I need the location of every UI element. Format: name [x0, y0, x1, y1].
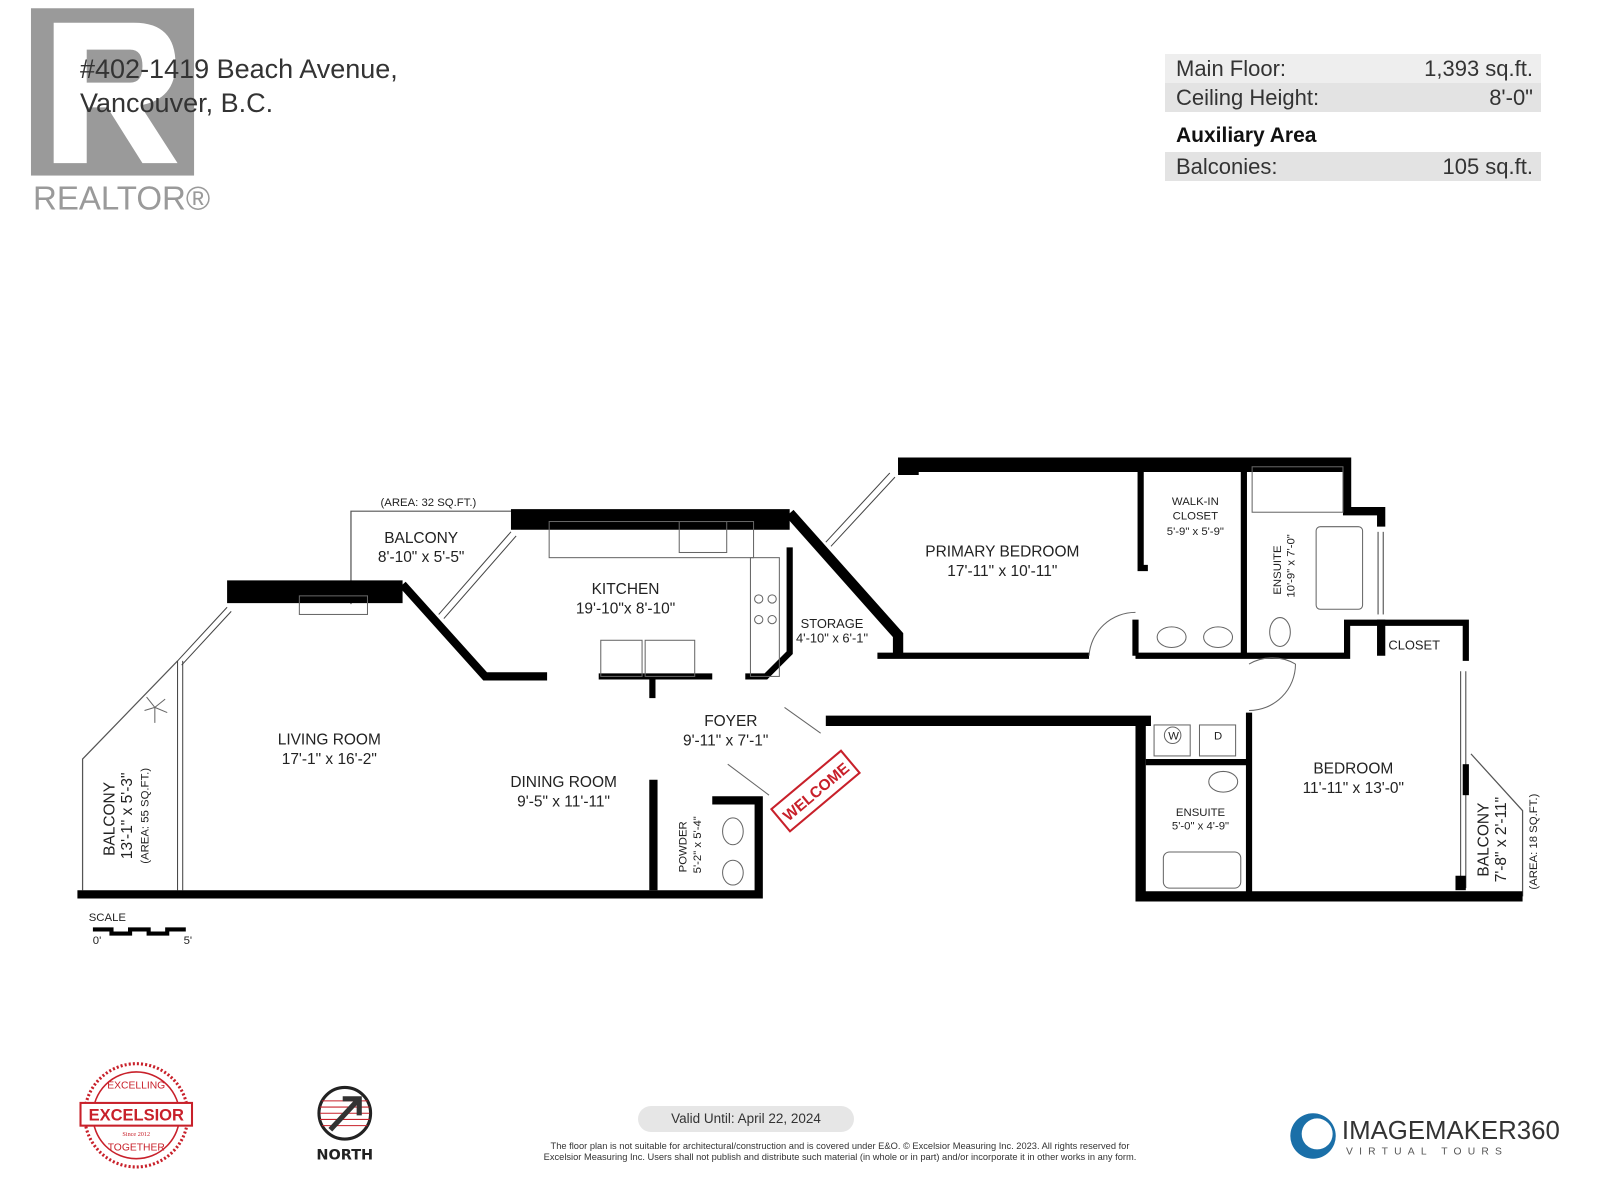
- living-room-name: LIVING ROOM: [278, 732, 381, 749]
- washer-icon: W: [1168, 730, 1179, 742]
- dryer-icon: D: [1214, 730, 1222, 742]
- ceiling-height-row: Ceiling Height: 8'-0": [1165, 83, 1541, 112]
- auxiliary-area-heading: Auxiliary Area: [1176, 124, 1317, 147]
- walk-in-closet-name-2: CLOSET: [1173, 510, 1218, 522]
- bedroom-name: BEDROOM: [1313, 760, 1393, 777]
- imagemaker-name: IMAGEMAKER360: [1342, 1117, 1560, 1145]
- powder-dims: 5'-2" x 5'-4": [692, 816, 704, 873]
- storage-dims: 4'-10" x 6'-1": [796, 630, 869, 645]
- ensuite-primary-name: ENSUITE: [1272, 545, 1284, 595]
- excelsior-top-text: EXCELLING: [107, 1080, 165, 1091]
- walk-in-closet-dims: 5'-9" x 5'-9": [1167, 526, 1224, 538]
- welcome-mat: WELCOME: [769, 749, 862, 833]
- room-labels: (AREA: 32 SQ.FT.) BALCONY 8'-10" x 5'-5"…: [102, 496, 1540, 890]
- balcony-top-dims: 8'-10" x 5'-5": [378, 549, 465, 566]
- balcony-left-area: (AREA: 55 SQ.FT.): [140, 768, 152, 864]
- scale-label: SCALE: [89, 912, 127, 924]
- excelsior-logo: EXCELLING EXCELSIOR Since 2012 TOGETHER: [79, 1062, 194, 1169]
- excelsior-bottom-text: TOGETHER: [108, 1142, 165, 1153]
- balcony-right-name: BALCONY: [1476, 803, 1493, 877]
- foyer-dims: 9'-11" x 7'-1": [683, 733, 768, 750]
- primary-bedroom-dims: 17'-11" x 10'-11": [947, 563, 1057, 580]
- realtor-logo: REALTOR®: [30, 8, 210, 217]
- excelsior-name-text: EXCELSIOR: [89, 1106, 184, 1124]
- ceiling-height-value: 8'-0": [1489, 85, 1533, 110]
- scale-start: 0': [93, 935, 101, 947]
- ensuite-primary-dims: 10'-9" x 7'-0": [1285, 534, 1297, 597]
- kitchen-name: KITCHEN: [592, 581, 660, 598]
- disclaimer-line-2: Excelsior Measuring Inc. Users shall not…: [543, 1152, 1137, 1162]
- disclaimer: The floor plan is not suitable for archi…: [480, 1141, 1200, 1163]
- foyer-name: FOYER: [704, 713, 757, 730]
- windows: [177, 472, 1467, 891]
- excelsior-since-text: Since 2012: [122, 1131, 150, 1138]
- balcony-outlines: [81, 510, 1524, 897]
- address-line-1: #402-1419 Beach Avenue,: [80, 54, 398, 84]
- scale-bar: SCALE 0' 5': [89, 912, 192, 947]
- main-floor-label: Main Floor:: [1176, 56, 1287, 81]
- area-summary: Main Floor: 1,393 sq.ft. Ceiling Height:…: [1165, 54, 1541, 181]
- main-floor-row: Main Floor: 1,393 sq.ft.: [1165, 54, 1541, 83]
- balcony-left-name: BALCONY: [102, 782, 119, 856]
- balcony-left-dims: 13'-1" x 5'-3": [119, 773, 136, 860]
- powder-name: POWDER: [677, 821, 689, 872]
- balcony-right-dims: 7'-8" x 2'-11": [1493, 797, 1510, 882]
- ensuite-second-dims: 5'-0" x 4'-9": [1172, 820, 1229, 832]
- imagemaker360-logo: IMAGEMAKER360 VIRTUAL TOURS: [1290, 1113, 1560, 1159]
- disclaimer-line-1: The floor plan is not suitable for archi…: [550, 1141, 1130, 1151]
- valid-until-badge: Valid Until: April 22, 2024: [638, 1106, 854, 1132]
- realtor-logo-text: REALTOR®: [33, 180, 210, 217]
- balcony-right-area: (AREA: 18 SQ.FT.): [1528, 794, 1540, 890]
- bedroom-dims: 11'-11" x 13'-0": [1303, 780, 1404, 797]
- living-room-dims: 17'-1" x 16'-2": [282, 751, 377, 768]
- balcony-top-area: (AREA: 32 SQ.FT.): [380, 497, 476, 509]
- ceiling-height-label: Ceiling Height:: [1176, 85, 1320, 110]
- balconies-value: 105 sq.ft.: [1442, 154, 1533, 179]
- fixtures: [144, 466, 1364, 889]
- storage-name: STORAGE: [801, 616, 864, 631]
- primary-bedroom-name: PRIMARY BEDROOM: [925, 544, 1079, 561]
- walk-in-closet-name: WALK-IN: [1172, 496, 1219, 508]
- dining-room-dims: 9'-5" x 11'-11": [517, 794, 610, 811]
- imagemaker-sub: VIRTUAL TOURS: [1346, 1147, 1508, 1158]
- walls: [77, 457, 1523, 902]
- balcony-top-name: BALCONY: [384, 530, 458, 547]
- closet-name: CLOSET: [1388, 638, 1440, 653]
- kitchen-dims: 19'-10"x 8'-10": [576, 600, 675, 617]
- property-address: #402-1419 Beach Avenue, Vancouver, B.C.: [80, 52, 398, 120]
- north-arrow-icon: NORTH: [316, 1085, 373, 1164]
- address-line-2: Vancouver, B.C.: [80, 88, 274, 118]
- scale-end: 5': [184, 935, 192, 947]
- balconies-label: Balconies:: [1176, 154, 1278, 179]
- ensuite-second-name: ENSUITE: [1176, 807, 1226, 819]
- north-label: NORTH: [316, 1148, 373, 1164]
- main-floor-value: 1,393 sq.ft.: [1424, 56, 1533, 81]
- balconies-row: Balconies: 105 sq.ft.: [1165, 152, 1541, 181]
- dining-room-name: DINING ROOM: [510, 774, 617, 791]
